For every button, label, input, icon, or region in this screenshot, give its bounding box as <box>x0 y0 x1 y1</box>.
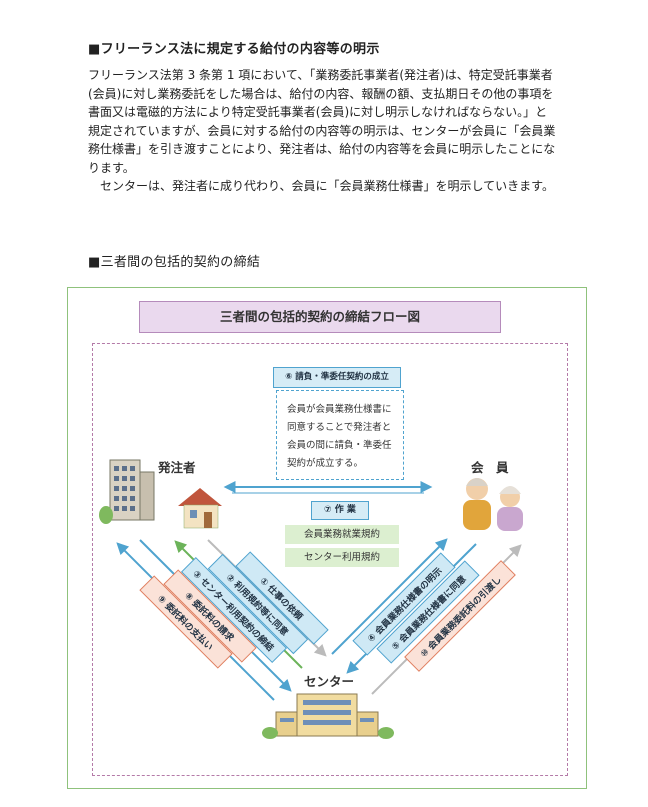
note-line: 会員の間に請負・準委任 <box>287 440 392 451</box>
paragraph-line: 書面又は電磁的方法により特定受託事業者(会員)に対し明示しなければならない。」と <box>88 105 548 119</box>
house-icon <box>178 488 222 529</box>
center-terms-label: センター利用規約 <box>285 548 399 567</box>
note-line: 会員が会員業務仕様書に <box>287 404 392 415</box>
contract-formation-note: 会員が会員業務仕様書に 同意することで発注者と 会員の間に請負・準委任 契約が成… <box>276 390 404 480</box>
office-building-icon <box>99 459 155 524</box>
section-heading-contract: ■三者間の包括的契約の締結 <box>88 255 261 270</box>
note-line: 同意することで発注者と <box>287 422 392 433</box>
member-label: 会 員 <box>471 460 509 475</box>
center-label: センター <box>304 674 355 689</box>
diagram-title: 三者間の包括的契約の締結フロー図 <box>139 301 501 333</box>
step-work: ⑦ 作 業 <box>311 501 369 520</box>
paragraph-line: 務仕様書」を引き渡すことにより、発注者は、給付の内容等を会員に明示したことにな <box>88 142 556 156</box>
paragraph-line: ります。 <box>88 160 135 175</box>
step-contract-formation: ⑥ 請負・準委任契約の成立 <box>273 367 401 388</box>
paragraph-line: (会員)に対し業務委託をした場合は、給付の内容、報酬の額、支払期日その他の事項を <box>88 86 554 101</box>
note-line: 契約が成立する。 <box>287 458 364 469</box>
orderer-label: 発注者 <box>158 460 196 475</box>
members-icon <box>463 478 523 531</box>
diagram-inner-border <box>92 343 568 776</box>
section-heading-disclosure: ■フリーランス法に規定する給付の内容等の明示 <box>88 42 380 57</box>
disclosure-paragraph: フリーランス法第 3 条第 1 項において、「業務委託事業者(発注者)は、特定受… <box>88 66 578 196</box>
center-building-icon <box>262 693 394 739</box>
member-work-rules-label: 会員業務就業規約 <box>285 525 399 544</box>
paragraph-line: センターは、発注者に成り代わり、会員に「会員業務仕様書」を明示していきます。 <box>88 179 554 193</box>
paragraph-line: フリーランス法第 3 条第 1 項において、「業務委託事業者(発注者)は、特定受… <box>88 68 553 82</box>
paragraph-line: 規定されていますが、会員に対する給付の内容等の明示は、センターが会員に「会員業 <box>88 123 556 138</box>
